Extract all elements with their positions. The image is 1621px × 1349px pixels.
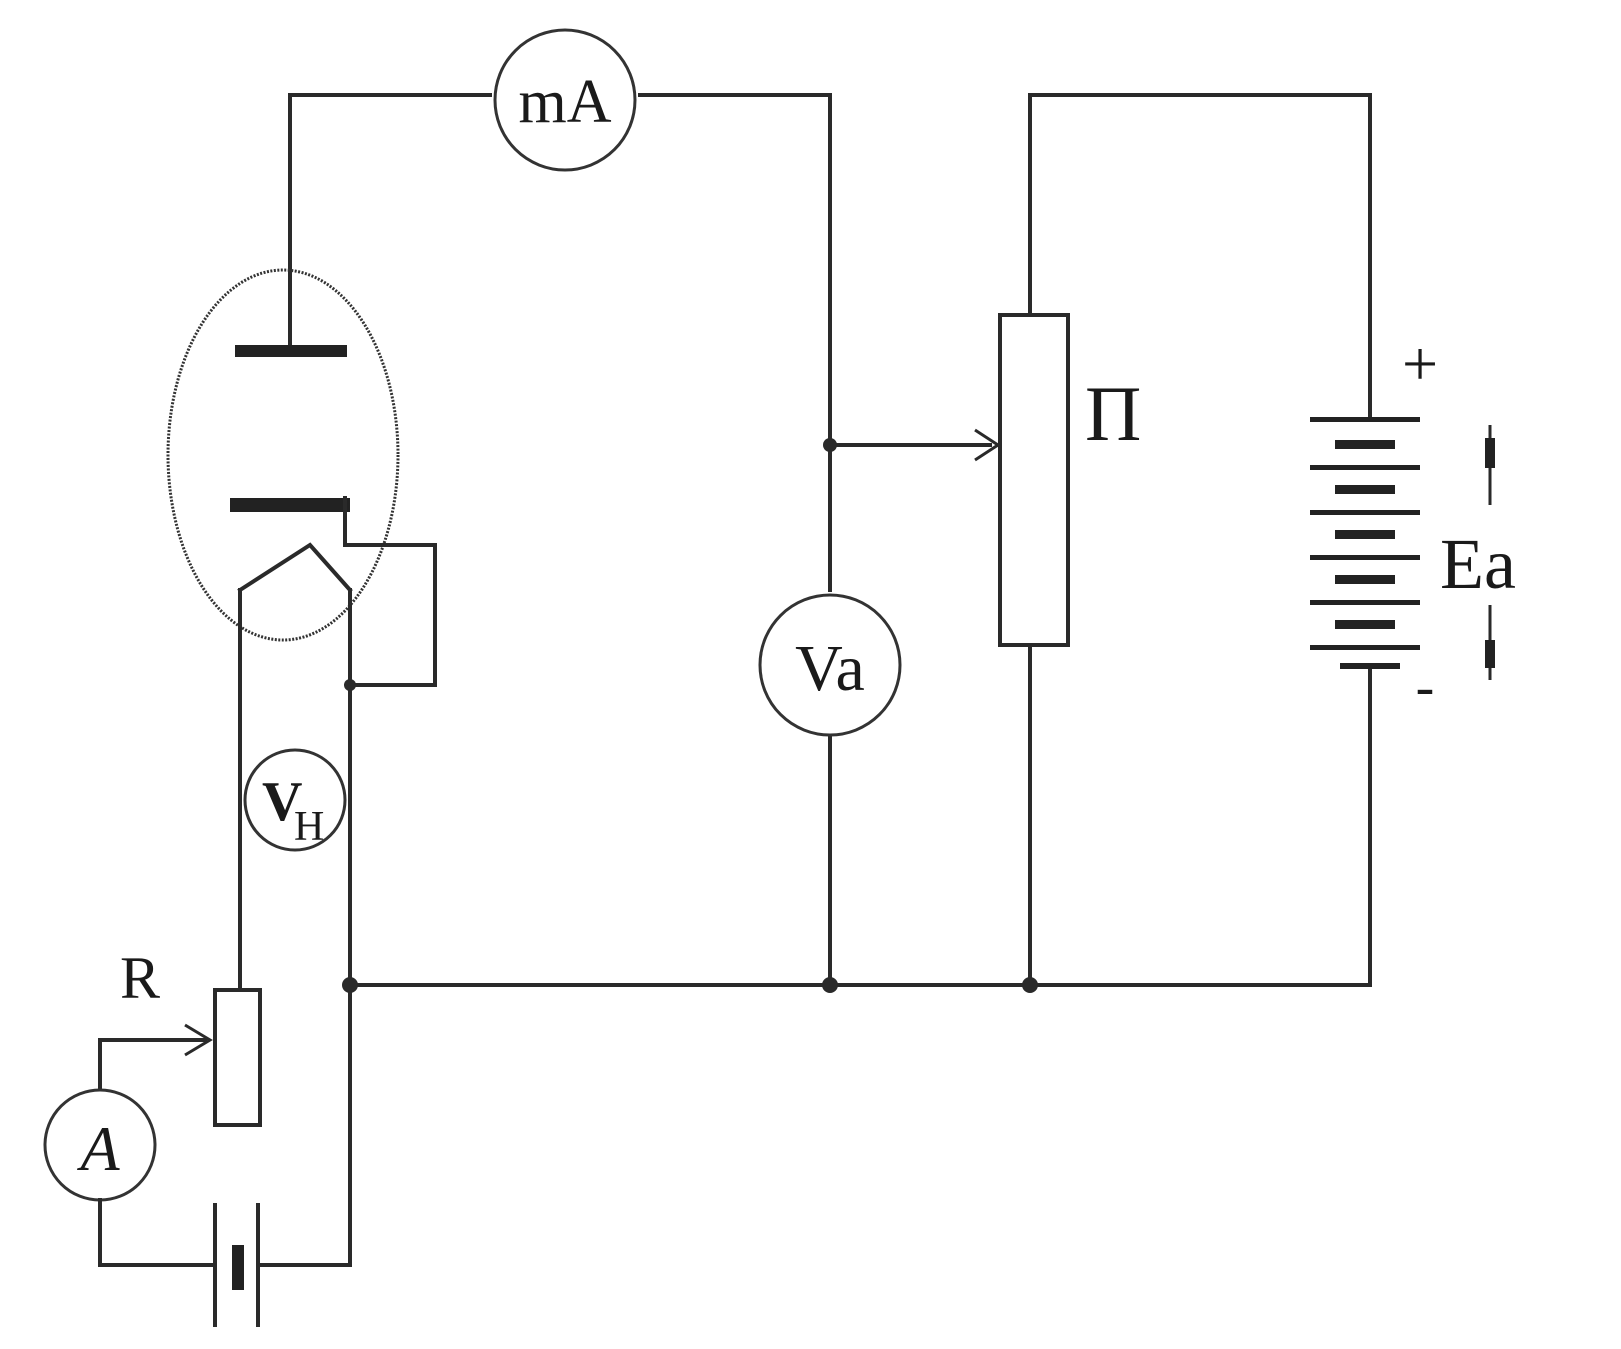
battery-minus: - xyxy=(1416,656,1435,718)
milliammeter-label: mA xyxy=(519,68,612,136)
rheostat-label: R xyxy=(120,945,160,1011)
anode-voltmeter-label: Va xyxy=(795,632,865,705)
anode-plate xyxy=(235,345,347,357)
heater-voltmeter: V H xyxy=(243,748,347,852)
junction-dot xyxy=(823,438,837,452)
potentiometer-label: П xyxy=(1085,370,1141,457)
junction-dot xyxy=(344,679,356,691)
vacuum-tube xyxy=(166,268,437,1267)
junction-dot xyxy=(822,977,838,993)
anode-wires xyxy=(288,93,992,987)
filament xyxy=(237,542,353,593)
potentiometer: П xyxy=(974,93,1372,987)
junction-dot xyxy=(342,977,358,993)
ammeter-label: A xyxy=(76,1113,120,1184)
heater-battery xyxy=(98,1198,352,1327)
ground-wire xyxy=(342,438,1372,993)
heater-voltmeter-sub: H xyxy=(294,804,324,850)
battery-plus: + xyxy=(1402,328,1438,399)
heater-voltmeter-label: V xyxy=(262,771,302,833)
milliammeter: mA xyxy=(493,28,637,172)
anode-battery: Ea + - xyxy=(1310,328,1516,987)
cathode-plate xyxy=(230,498,350,512)
ammeter: A xyxy=(43,1088,157,1202)
battery-label: Ea xyxy=(1440,524,1516,604)
anode-voltmeter: Va xyxy=(758,593,902,737)
